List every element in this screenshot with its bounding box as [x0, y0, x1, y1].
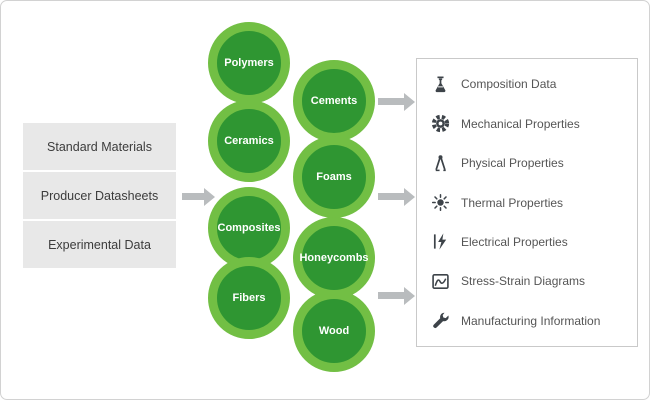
gear-icon — [430, 114, 450, 134]
caliper-icon — [430, 153, 450, 173]
flow-arrow-materials-to-properties-top — [378, 98, 404, 105]
lightning-icon — [430, 232, 450, 252]
material-node-ceramics: Ceramics — [208, 100, 290, 182]
flow-arrow-materials-to-properties-bottom — [378, 292, 404, 299]
data-sources-panel: Standard Materials Producer Datasheets E… — [23, 123, 176, 268]
property-label: Composition Data — [461, 77, 557, 92]
source-item-experimental-data: Experimental Data — [23, 221, 176, 268]
material-node-honeycombs: Honeycombs — [293, 217, 375, 299]
source-item-producer-datasheets: Producer Datasheets — [23, 172, 176, 219]
material-node-wood: Wood — [293, 290, 375, 372]
sun-icon — [430, 193, 450, 213]
property-row-electrical: Electrical Properties — [417, 224, 637, 260]
properties-panel: Composition Data Mechanical Properties — [416, 58, 638, 347]
property-label: Physical Properties — [461, 156, 564, 171]
property-row-thermal: Thermal Properties — [417, 185, 637, 221]
flask-icon — [430, 74, 450, 94]
stress-strain-chart-icon — [430, 271, 450, 291]
material-node-cements: Cements — [293, 60, 375, 142]
material-node-fibers: Fibers — [208, 257, 290, 339]
property-label: Stress-Strain Diagrams — [461, 274, 586, 289]
property-row-stress-strain: Stress-Strain Diagrams — [417, 263, 637, 299]
wrench-icon — [430, 311, 450, 331]
flow-arrow-materials-to-properties-middle — [378, 193, 404, 200]
property-label: Mechanical Properties — [461, 116, 580, 131]
property-label: Electrical Properties — [461, 234, 568, 249]
material-node-polymers: Polymers — [208, 22, 290, 104]
flow-arrow-sources-to-materials — [182, 193, 204, 200]
property-row-manufacturing: Manufacturing Information — [417, 303, 637, 339]
property-row-composition: Composition Data — [417, 66, 637, 102]
property-label: Manufacturing Information — [461, 313, 601, 328]
property-row-mechanical: Mechanical Properties — [417, 106, 637, 142]
property-label: Thermal Properties — [461, 195, 564, 210]
property-row-physical: Physical Properties — [417, 145, 637, 181]
material-node-foams: Foams — [293, 136, 375, 218]
source-item-standard-materials: Standard Materials — [23, 123, 176, 170]
